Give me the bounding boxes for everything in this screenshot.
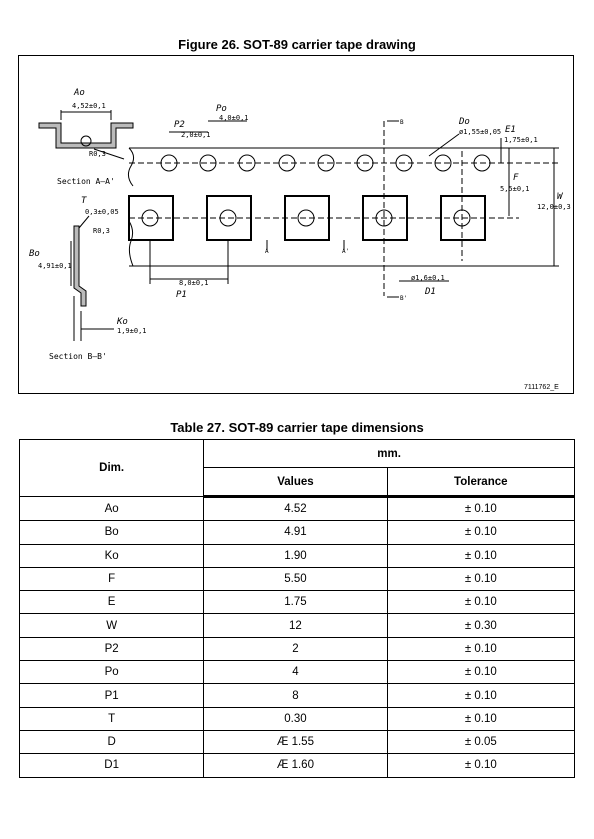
label-do-val: ø1,55±0,05: [459, 128, 501, 136]
header-mm: mm.: [203, 439, 575, 468]
header-dim: Dim.: [18, 439, 205, 497]
label-ko-val: 1,9±0,1: [117, 327, 147, 335]
figure-ref: 7111762_E: [524, 384, 559, 391]
label-p2: P2: [174, 120, 185, 130]
label-b: B: [400, 119, 404, 126]
figure-title: Figure 26. SOT-89 carrier tape drawing: [178, 37, 416, 52]
label-ao-val: 4,52±0,1: [72, 102, 106, 110]
label-p2-val: 2,0±0,1: [181, 131, 211, 139]
header-values: Values: [203, 467, 388, 498]
label-po-val: 4,0±0,1: [219, 114, 249, 122]
label-t-val: 0,3±0,05: [85, 208, 119, 216]
label-section-aa: Section A–A': [57, 177, 115, 186]
header-tolerance: Tolerance: [386, 467, 576, 498]
label-f-val: 5,5±0,1: [500, 185, 530, 193]
label-p1: P1: [176, 290, 187, 300]
table-title: Table 27. SOT-89 carrier tape dimensions: [170, 420, 424, 435]
tape-drawing-svg: Ao 4,52±0,1 R0,3 Section A–A' T 0,3±0,05…: [29, 88, 571, 391]
section-bb-profile: [73, 225, 87, 307]
label-r03b: R0,3: [93, 227, 110, 235]
label-bo-val: 4,91±0,1: [38, 262, 72, 270]
label-t: T: [81, 196, 87, 206]
label-a2: A': [342, 248, 349, 255]
section-aa-profile: [38, 122, 134, 149]
label-ao: Ao: [73, 88, 85, 98]
label-a: A: [265, 248, 269, 255]
label-b2: B': [400, 295, 407, 302]
label-w: W: [557, 192, 564, 202]
label-e1-val: 1,75±0,1: [504, 136, 538, 144]
label-f: F: [513, 173, 519, 183]
label-d1: D1: [424, 287, 436, 297]
label-w-val: 12,0±0,3: [537, 203, 571, 211]
label-section-bb: Section B–B': [49, 352, 107, 361]
label-d1-val: ø1,6±0,1: [411, 274, 445, 282]
label-e1: E1: [505, 125, 516, 135]
label-bo: Bo: [29, 249, 40, 259]
carrier-tape-drawing: Ao 4,52±0,1 R0,3 Section A–A' T 0,3±0,05…: [18, 55, 574, 394]
label-po: Po: [216, 104, 227, 114]
label-ko: Ko: [116, 317, 128, 327]
label-do: Do: [458, 117, 470, 127]
label-p1-val: 8,0±0,1: [179, 279, 209, 287]
label-r03a: R0,3: [89, 150, 106, 158]
